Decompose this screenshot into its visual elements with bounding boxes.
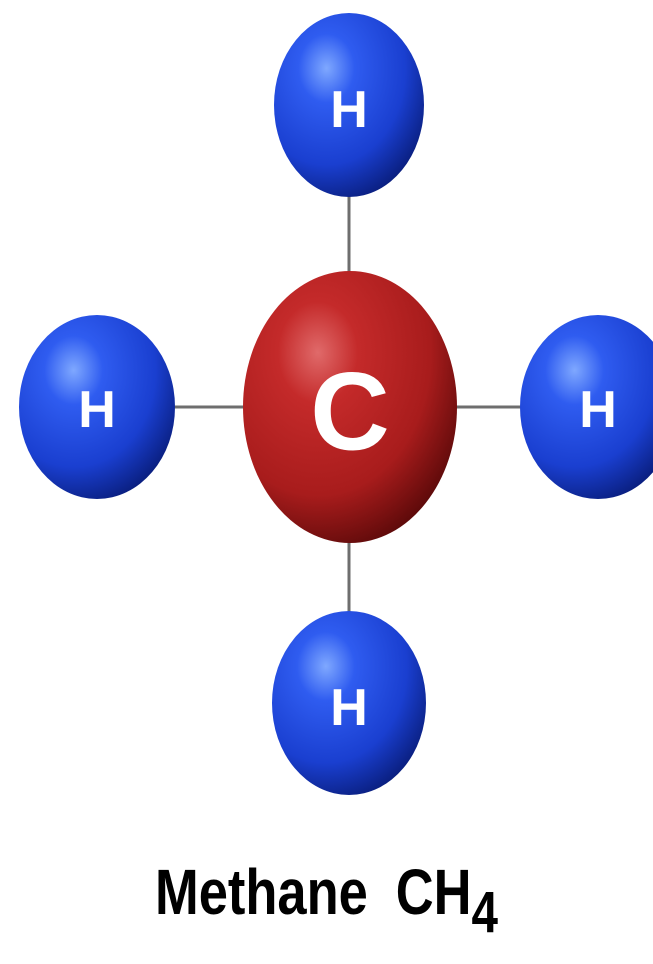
carbon-label: C xyxy=(310,351,389,474)
molecule-caption: Methane CH4 xyxy=(59,855,594,942)
methane-molecule-diagram: H H H H C xyxy=(19,13,653,795)
carbon-atom: C xyxy=(243,271,457,543)
hydrogen-atom-bottom: H xyxy=(272,611,426,795)
hydrogen-label: H xyxy=(330,679,368,737)
chemical-formula: CH xyxy=(395,856,472,928)
hydrogen-label: H xyxy=(579,381,617,439)
formula-subscript: 4 xyxy=(471,880,498,945)
hydrogen-atom-left: H xyxy=(19,315,175,499)
hydrogen-atom-right: H xyxy=(520,315,653,499)
molecule-name: Methane xyxy=(154,856,368,928)
hydrogen-atom-top: H xyxy=(274,13,424,197)
hydrogen-label: H xyxy=(78,381,116,439)
hydrogen-label: H xyxy=(330,81,368,139)
